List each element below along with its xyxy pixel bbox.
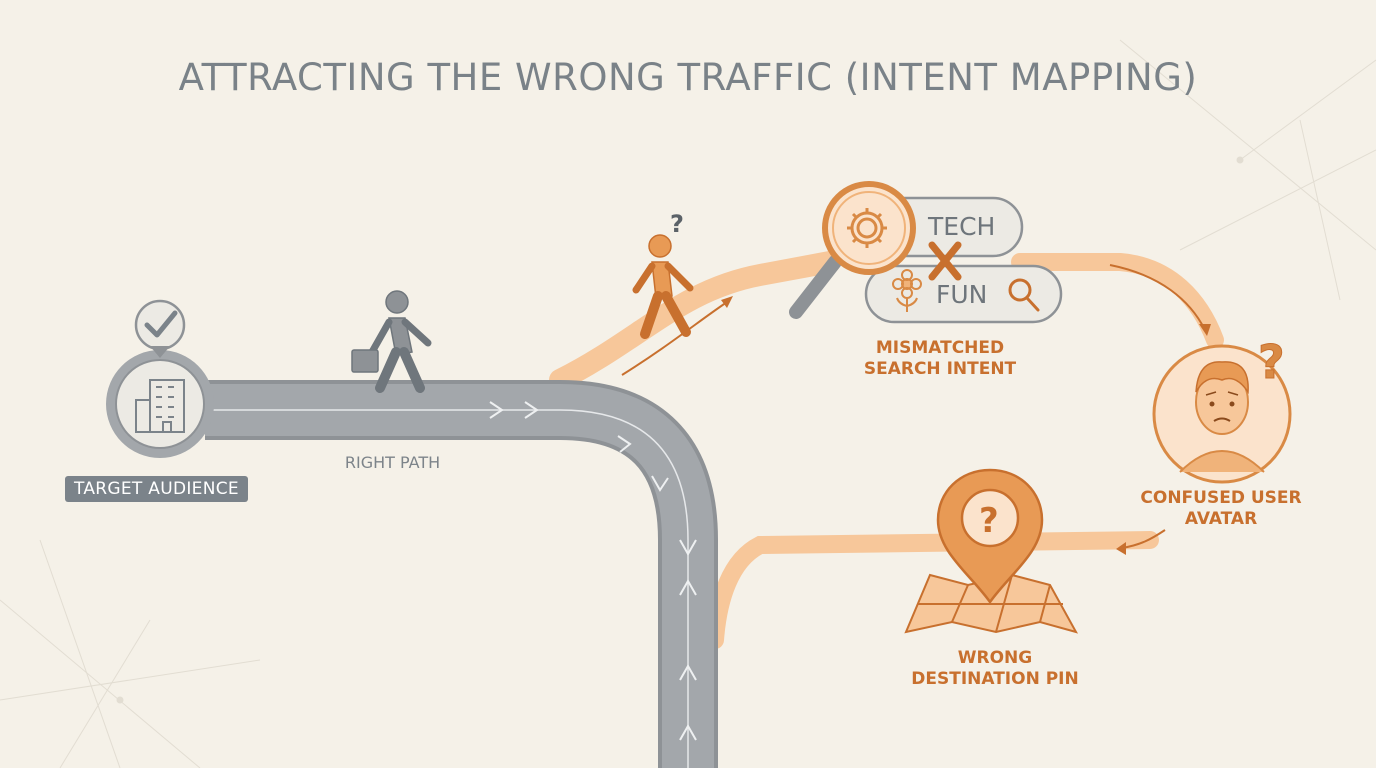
trail-arrow-3 (1121, 529, 1166, 549)
tech-pill-label: TECH (928, 212, 996, 241)
confused-user-label: CONFUSED USER AVATAR (1130, 488, 1312, 530)
flower-icon (892, 269, 922, 312)
question-mark-icon: ? (670, 210, 684, 238)
fun-search-pill (864, 264, 1063, 324)
confused-face-icon (1152, 344, 1292, 484)
magnifier-gear-icon (789, 181, 916, 319)
location-pin-icon: ? (936, 468, 1044, 605)
wrong-destination-line2: DESTINATION PIN (911, 669, 1079, 689)
right-path-label: RIGHT PATH (344, 453, 441, 472)
road-arrows (489, 401, 697, 741)
mismatched-intent-label: MISMATCHED SEARCH INTENT (850, 338, 1030, 380)
svg-text:?: ? (979, 501, 999, 541)
wrong-destination-line1: WRONG (957, 648, 1033, 668)
target-audience-node (106, 350, 214, 458)
mismatched-intent-line2: SEARCH INTENT (863, 359, 1017, 379)
page-title: ATTRACTING THE WRONG TRAFFIC (INTENT MAP… (178, 56, 1198, 99)
trail-arrowhead-1 (721, 296, 733, 308)
confused-walker-icon (632, 234, 694, 339)
background-network (0, 39, 1376, 768)
trail-arrowhead-2 (1199, 324, 1211, 336)
confused-question-icon: ? (1258, 335, 1285, 389)
target-audience-label: TARGET AUDIENCE (65, 476, 248, 502)
walking-person-icon (351, 290, 432, 393)
gear-icon (847, 208, 887, 248)
checkmark-badge-icon (134, 299, 186, 358)
trail-arrow-2 (1109, 264, 1206, 331)
folded-map-icon (904, 573, 1079, 634)
fun-pill-label: FUN (936, 280, 988, 309)
search-icon (1008, 278, 1040, 312)
road-center-line (210, 409, 689, 768)
mismatched-intent-line1: MISMATCHED (875, 338, 1005, 358)
wrong-traffic-trail (549, 251, 841, 391)
cross-icon (928, 241, 962, 281)
confused-user-line1: CONFUSED USER (1140, 488, 1302, 508)
building-icon (135, 379, 185, 433)
confused-user-line2: AVATAR (1184, 509, 1258, 529)
wrong-destination-label: WRONG DESTINATION PIN (905, 648, 1085, 690)
trail-arrowhead-3 (1116, 542, 1126, 555)
